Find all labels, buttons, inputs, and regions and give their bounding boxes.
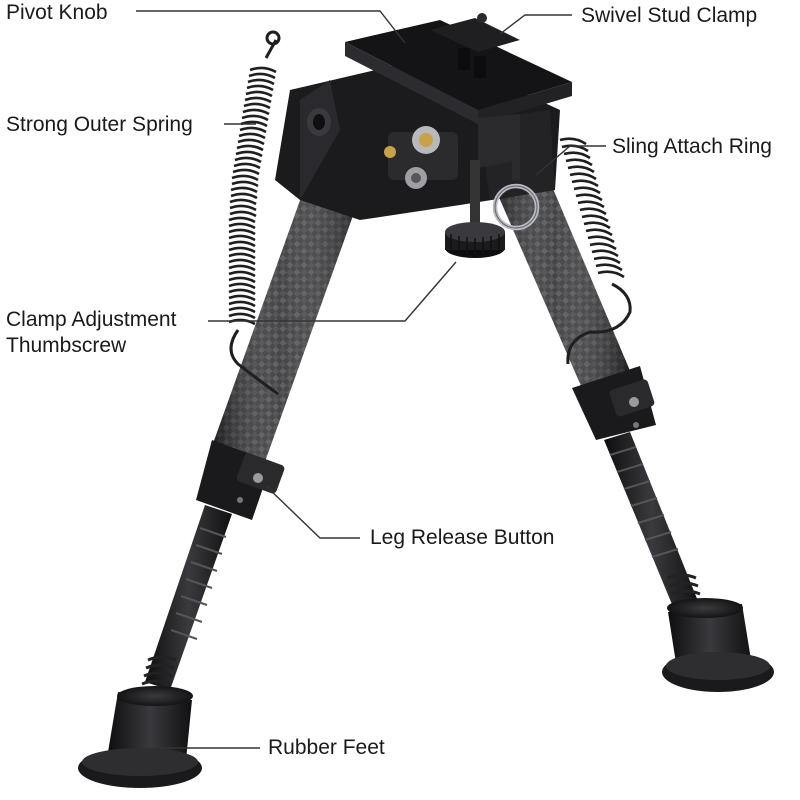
right-leg — [488, 158, 774, 692]
bipod-head — [275, 13, 572, 258]
leader-pivot-knob — [136, 10, 406, 44]
label-rubber-feet: Rubber Feet — [268, 735, 385, 761]
leader-leg-release-button — [265, 485, 360, 539]
left-leg-release-button — [236, 453, 285, 494]
clamp-adjustment-thumbscrew-line1: Clamp Adjustment — [6, 308, 177, 331]
sling-attach-ring-text: Sling Attach Ring — [612, 135, 772, 158]
leader-swivel-stud-clamp — [499, 14, 572, 35]
left-rubber-foot — [78, 686, 202, 788]
right-rubber-foot — [662, 598, 774, 692]
label-swivel-stud-clamp: Swivel Stud Clamp — [581, 3, 757, 29]
strong-outer-spring-text: Strong Outer Spring — [6, 113, 193, 136]
leader-lines — [136, 10, 606, 749]
label-sling-attach-ring: Sling Attach Ring — [612, 134, 772, 160]
pivot-knob — [307, 108, 331, 136]
leader-clamp-adjustment-thumbscrew — [208, 261, 457, 322]
clamp-adjustment-thumbscrew — [445, 160, 505, 258]
left-outer-spring — [228, 30, 281, 396]
swivel-stud-clamp — [345, 13, 572, 124]
label-strong-outer-spring: Strong Outer Spring — [6, 112, 193, 138]
sling-attach-ring — [492, 150, 540, 231]
leg-release-button-text: Leg Release Button — [370, 526, 555, 549]
label-clamp-adjustment-thumbscrew: Clamp Adjustment Thumbscrew — [6, 307, 176, 359]
pivot-knob-text: Pivot Knob — [6, 1, 108, 24]
right-outer-spring — [559, 137, 632, 365]
clamp-adjustment-thumbscrew-line2: Thumbscrew — [6, 334, 127, 357]
leader-sling-attach-ring — [535, 145, 606, 176]
label-pivot-knob: Pivot Knob — [6, 0, 108, 26]
swivel-stud-clamp-text: Swivel Stud Clamp — [581, 4, 758, 27]
left-leg — [78, 150, 370, 788]
rubber-feet-text: Rubber Feet — [268, 736, 385, 759]
label-leg-release-button: Leg Release Button — [370, 525, 554, 551]
